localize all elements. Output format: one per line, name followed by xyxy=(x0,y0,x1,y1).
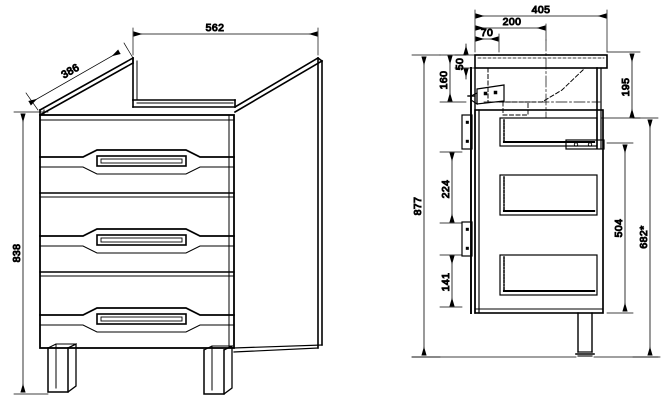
drawer-handle-middle[interactable] xyxy=(39,228,235,254)
dim-height-838: 838 xyxy=(11,111,49,395)
dim-height-141: 141 xyxy=(440,254,463,308)
dim-height-682: 682* xyxy=(632,117,659,358)
side-section-view: 405 200 70 50 160 xyxy=(412,4,661,358)
drawer-division-lines xyxy=(39,192,235,277)
dim-label-195: 195 xyxy=(620,78,632,97)
dim-label-50: 50 xyxy=(454,58,466,70)
dim-depth-405: 405 xyxy=(474,4,608,53)
dim-label-70: 70 xyxy=(481,27,493,39)
dim-label-160: 160 xyxy=(438,71,450,90)
dim-depth-70: 70 xyxy=(475,27,500,53)
countertop-surface xyxy=(132,99,236,108)
dim-depth-200: 200 xyxy=(475,16,547,41)
drawer-runner-bracket-2 xyxy=(461,221,473,257)
side-front-panel xyxy=(470,67,476,314)
dim-label-838: 838 xyxy=(11,244,23,263)
dim-height-877: 877 xyxy=(412,54,441,358)
countertop-backsplash xyxy=(132,57,138,101)
dim-height-504: 504 xyxy=(606,142,634,314)
cabinet-front-body xyxy=(39,114,235,349)
side-drawer-box-upper xyxy=(499,174,598,216)
dim-label-877: 877 xyxy=(412,197,424,216)
cabinet-leg-right xyxy=(203,344,233,395)
drawer-handle-top[interactable] xyxy=(39,149,235,175)
dim-height-195: 195 xyxy=(600,51,641,119)
dim-height-160: 160 xyxy=(438,54,467,103)
side-adjustable-leg xyxy=(575,312,595,357)
dim-height-50: 50 xyxy=(454,43,476,80)
side-countertop-slab xyxy=(474,54,608,69)
cabinet-leg-left xyxy=(47,342,77,393)
dim-width-562: 562 xyxy=(132,22,319,56)
basin-centre-line xyxy=(483,39,601,119)
dim-label-141: 141 xyxy=(440,273,452,292)
front-view: 562 386 838 xyxy=(11,22,324,395)
cabinet-right-side-panel xyxy=(233,57,323,353)
side-drawer-box-top xyxy=(499,117,598,147)
dim-label-405: 405 xyxy=(532,4,551,16)
dim-label-682: 682* xyxy=(638,225,650,248)
drawer-handle-bottom[interactable] xyxy=(39,307,235,333)
dim-height-224: 224 xyxy=(440,151,463,224)
side-drawer-box-lower xyxy=(499,254,598,296)
dim-label-224: 224 xyxy=(440,180,452,199)
dim-label-562: 562 xyxy=(206,22,225,34)
drawer-runner-bracket-1 xyxy=(461,114,473,150)
dim-label-200: 200 xyxy=(503,16,522,28)
dim-label-504: 504 xyxy=(613,219,625,238)
